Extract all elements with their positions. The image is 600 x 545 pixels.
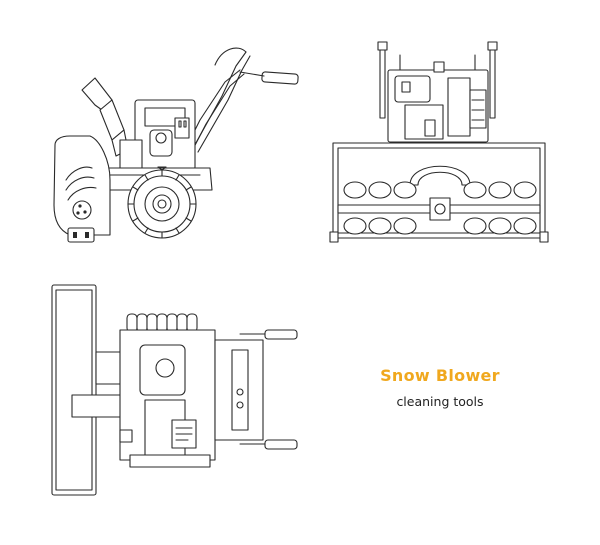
side-auger-housing xyxy=(53,135,111,236)
side-handle-grip xyxy=(261,71,299,85)
front-auger-blades xyxy=(343,181,537,235)
side-view xyxy=(53,47,299,243)
front-handle-left xyxy=(379,47,386,119)
top-handle-grip-upper xyxy=(264,329,298,340)
front-handle-right xyxy=(489,47,496,119)
front-view xyxy=(329,41,549,243)
top-handle-grip-lower xyxy=(264,439,298,450)
top-auger-housing xyxy=(51,284,97,496)
side-skid xyxy=(67,227,95,243)
poster-title: Snow Blower xyxy=(380,366,500,385)
top-chute xyxy=(71,394,123,418)
poster-subtitle: cleaning tools xyxy=(396,394,484,409)
top-view xyxy=(51,284,298,496)
